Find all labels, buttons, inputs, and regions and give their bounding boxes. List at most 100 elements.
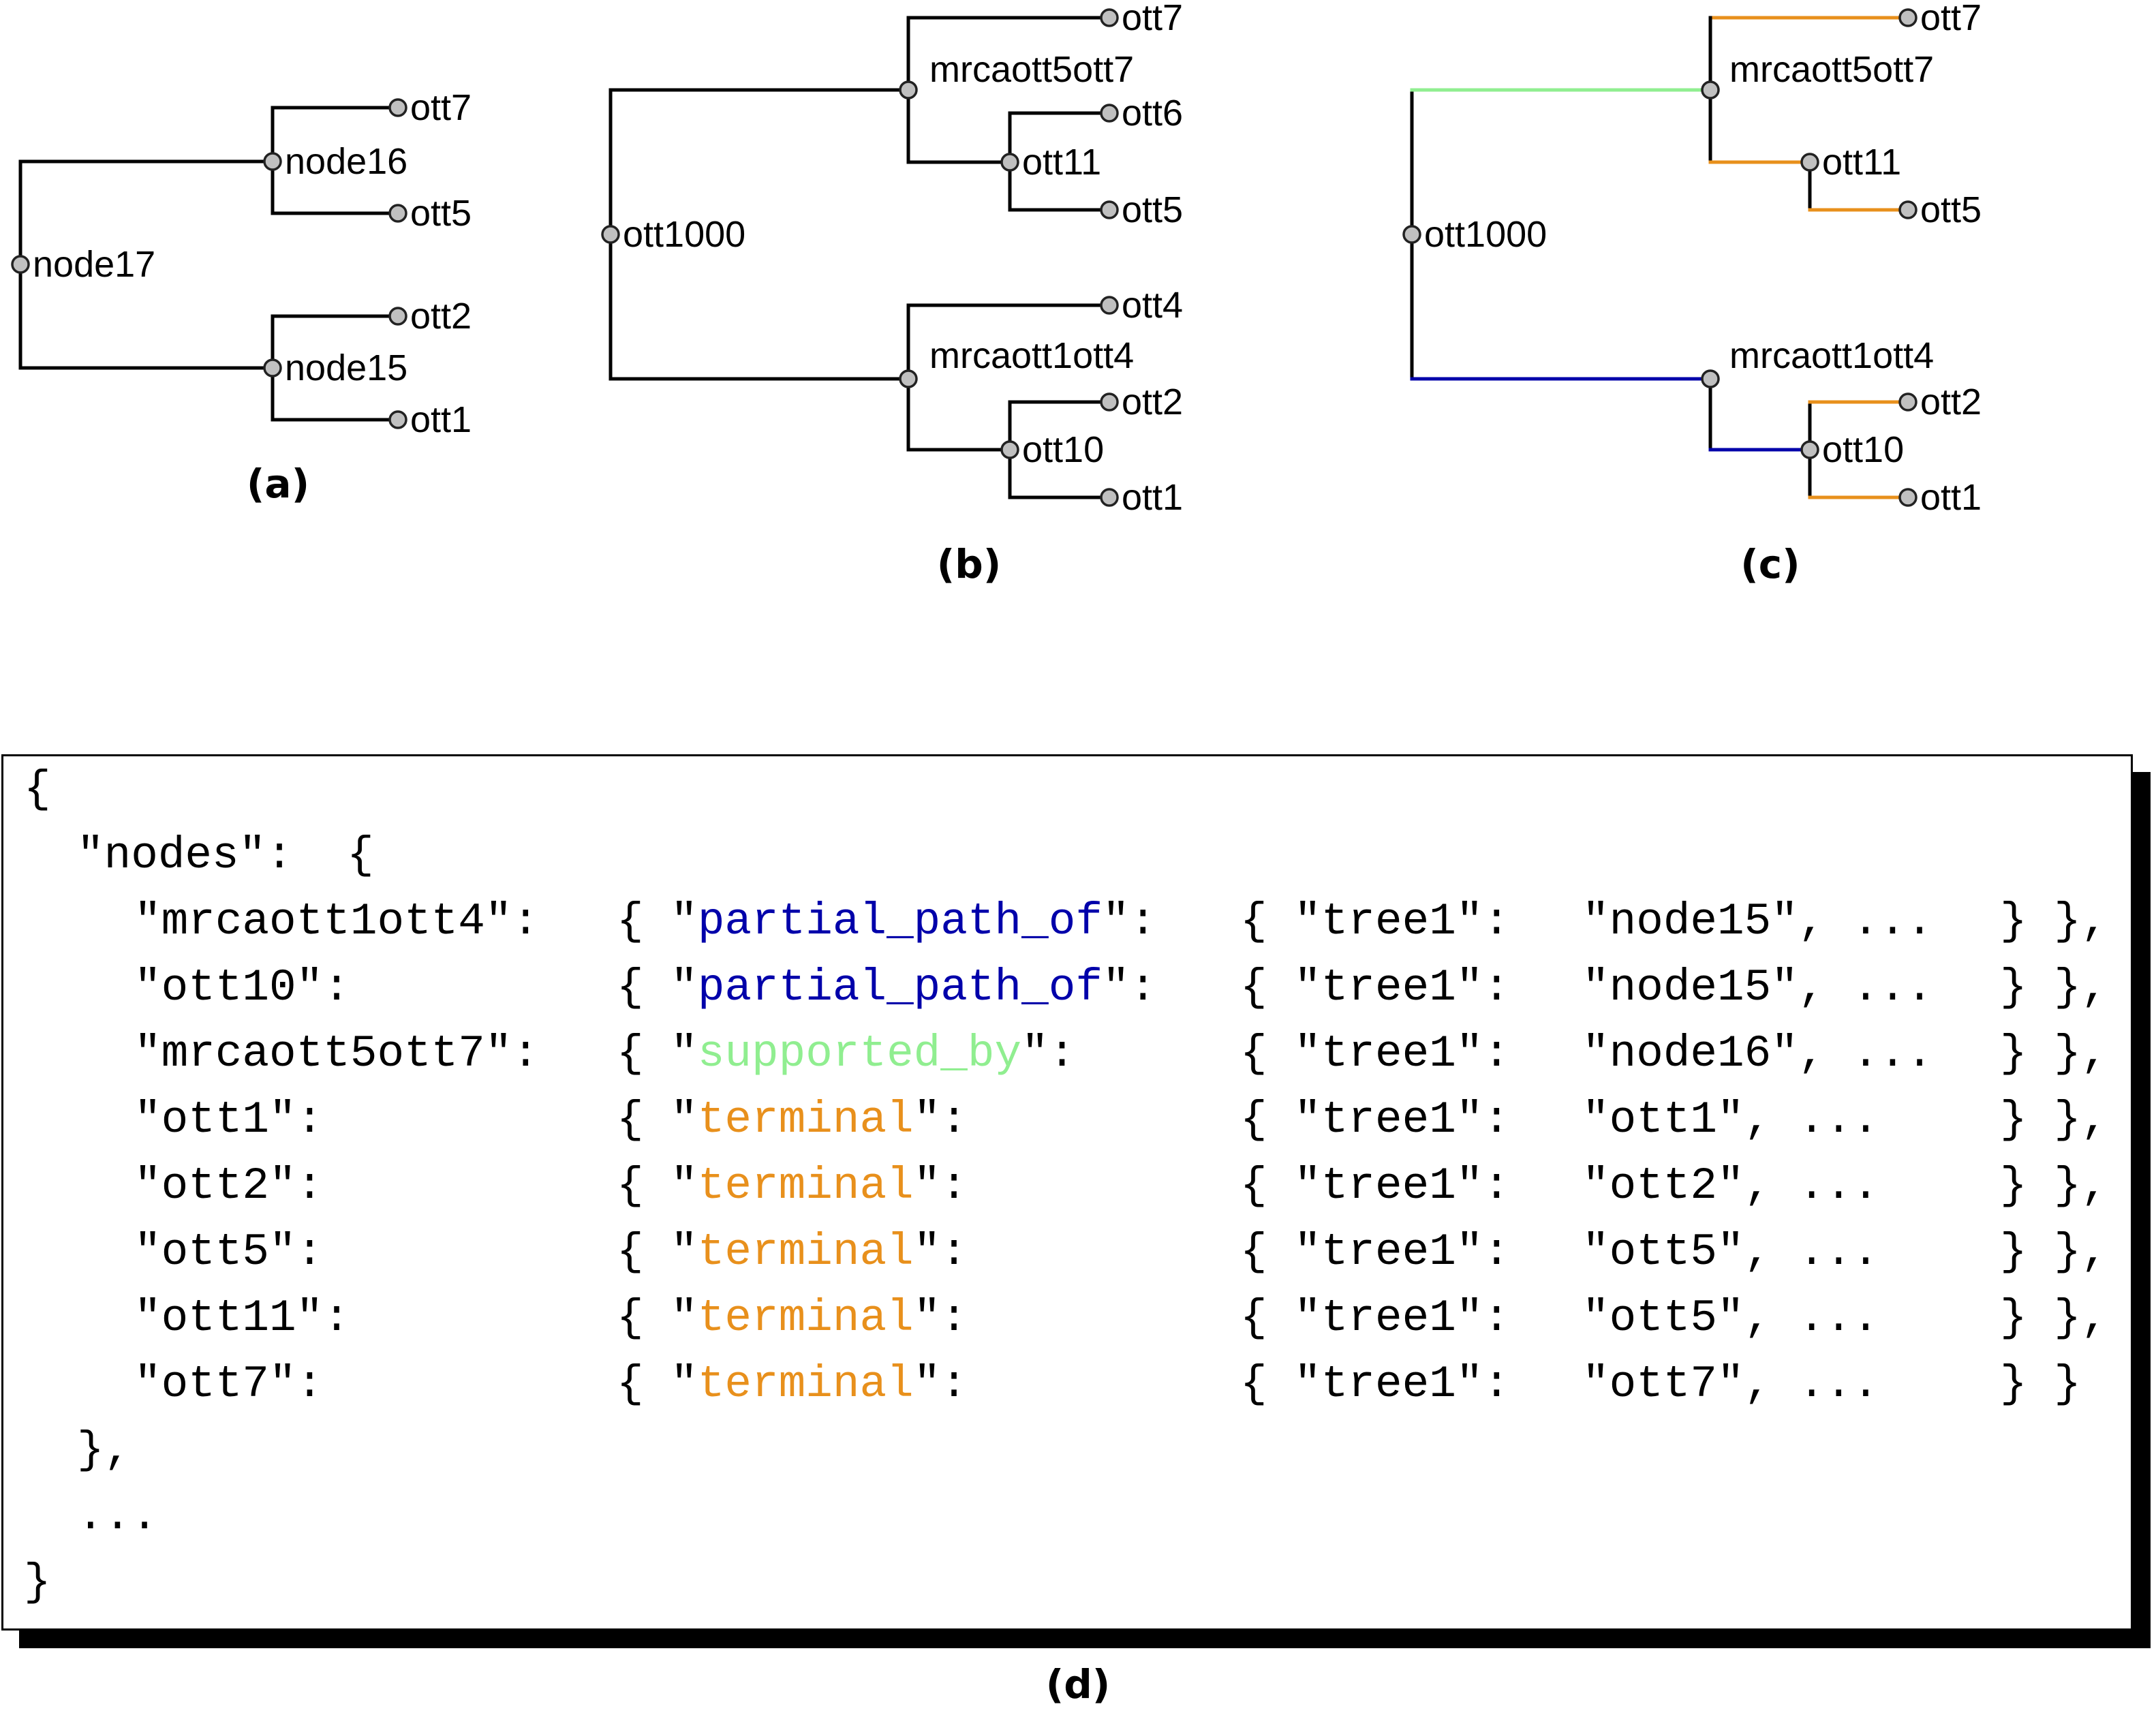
code-nodes-close: }, bbox=[77, 1425, 132, 1476]
tree-b-mrcaott1ott4-dot bbox=[899, 369, 918, 388]
code-row-value: "ott2", ... bbox=[1582, 1160, 1879, 1211]
code-row-property: { "supported_by": bbox=[617, 1021, 1075, 1087]
code-row-end: } }, bbox=[2000, 1293, 2108, 1344]
tree-a-node15-dot bbox=[263, 358, 282, 377]
tree-b-label-ott1000: ott1000 bbox=[623, 214, 745, 255]
caption-a: (a) bbox=[247, 461, 309, 507]
code-row-end: } }, bbox=[2000, 896, 2108, 947]
code-row-value: "ott5", ... bbox=[1582, 1293, 1879, 1344]
code-row-property: { "terminal": bbox=[617, 1219, 968, 1285]
code-close-brace: } bbox=[24, 1557, 51, 1608]
code-row-value: "ott5", ... bbox=[1582, 1226, 1879, 1278]
code-row-tree: { "tree1": bbox=[1240, 896, 1511, 947]
tree-a-label-ott2: ott2 bbox=[410, 296, 472, 337]
tree-b-label-ott7: ott7 bbox=[1122, 0, 1183, 38]
tree-c-ott11-dot bbox=[1800, 153, 1819, 172]
tree-c-ott5-dot bbox=[1898, 200, 1918, 219]
code-row: "ott5":{ "terminal":{ "tree1":"ott5", ..… bbox=[3, 1219, 2131, 1285]
code-row-close-quote: ": bbox=[1021, 1028, 1076, 1079]
code-row-property: { "terminal": bbox=[617, 1153, 968, 1219]
code-row-tree: { "tree1": bbox=[1240, 1359, 1511, 1410]
tree-c: ott1000 mrcaott5ott7 mrcaott1ott4 ott11 … bbox=[1402, 0, 1982, 587]
tree-b-ott5-dot bbox=[1100, 200, 1119, 219]
code-row-property-name: terminal bbox=[697, 1359, 914, 1410]
code-row: "ott1": { "terminal": { "tree1": "ott1", ..… bbox=[3, 1087, 2131, 1153]
code-row-close-quote: ": bbox=[1102, 896, 1157, 947]
tree-b-ott1-dot bbox=[1100, 488, 1119, 507]
tree-c-label-ott5: ott5 bbox=[1920, 189, 1982, 230]
tree-a-label-node17: node17 bbox=[33, 244, 155, 285]
tree-a-ott7-dot bbox=[388, 98, 407, 117]
code-row-open-quote: { " bbox=[617, 896, 698, 947]
code-row-key: "ott11": bbox=[134, 1293, 350, 1344]
tree-c-mrcaott1ott4-dot bbox=[1701, 369, 1720, 388]
code-row: "ott2": { "terminal": { "tree1": "ott2", ..… bbox=[3, 1153, 2131, 1219]
code-row-tree: { "tree1": bbox=[1240, 1293, 1511, 1344]
code-row-property-name: terminal bbox=[697, 1293, 914, 1344]
code-row-close-quote: ": bbox=[913, 1293, 968, 1344]
tree-b-ott1000-dot bbox=[601, 225, 620, 244]
code-row-value: "node15", ... bbox=[1582, 896, 1933, 947]
tree-a-label-node15: node15 bbox=[285, 347, 407, 388]
code-row-end: } } bbox=[2000, 1359, 2081, 1410]
tree-b-ott2-dot bbox=[1100, 392, 1119, 412]
code-row: "mrcaott1ott4":{ "partial_path_of":{ "tr… bbox=[3, 889, 2131, 955]
tree-a: node17 node16 node15 ott7 ott5 ott2 ott1… bbox=[11, 87, 472, 507]
caption-b: (b) bbox=[937, 541, 1002, 587]
code-row-property-name: terminal bbox=[697, 1094, 914, 1145]
caption-c: (c) bbox=[1740, 541, 1800, 587]
code-row-close-quote: ": bbox=[913, 1160, 968, 1211]
code-row-tree: { "tree1": bbox=[1240, 1160, 1511, 1211]
code-row-tree: { "tree1": bbox=[1240, 1094, 1511, 1145]
code-row-key: "mrcaott1ott4": bbox=[134, 896, 540, 947]
code-row-open-quote: { " bbox=[617, 1293, 698, 1344]
code-row: "ott7":{ "terminal":{ "tree1":"ott7", ..… bbox=[3, 1351, 2131, 1417]
code-row-key: "ott2": bbox=[134, 1160, 324, 1211]
tree-c-label-ott1: ott1 bbox=[1920, 477, 1982, 518]
code-row-property: { "partial_path_of": bbox=[617, 955, 1156, 1021]
tree-c-label-ott1000: ott1000 bbox=[1424, 214, 1547, 255]
code-row-close-quote: ": bbox=[1102, 962, 1157, 1013]
code-ellipsis: ... bbox=[77, 1491, 158, 1542]
code-row-close-quote: ": bbox=[913, 1094, 968, 1145]
tree-b-label-ott1: ott1 bbox=[1122, 477, 1183, 518]
code-box: { "nodes": { "mrcaott1ott4":{ "partial_p… bbox=[1, 754, 2133, 1631]
tree-c-ott2-dot bbox=[1898, 392, 1918, 412]
tree-b-label-ott2: ott2 bbox=[1122, 382, 1183, 422]
tree-b-label-mrcaott1ott4: mrcaott1ott4 bbox=[929, 335, 1134, 376]
code-row-property-name: partial_path_of bbox=[697, 962, 1103, 1013]
code-row-key: "ott1": bbox=[134, 1094, 324, 1145]
code-nodes-open: "nodes": { bbox=[77, 830, 374, 881]
tree-a-node16-dot bbox=[263, 152, 282, 171]
tree-a-ott2-dot bbox=[388, 307, 407, 326]
code-row-property: { "terminal": bbox=[617, 1351, 968, 1417]
code-row-open-quote: { " bbox=[617, 1160, 698, 1211]
code-row-property: { "terminal": bbox=[617, 1285, 968, 1351]
code-row-open-quote: { " bbox=[617, 1028, 698, 1079]
tree-b-label-ott4: ott4 bbox=[1122, 285, 1183, 326]
code-row-value: "ott1", ... bbox=[1582, 1094, 1879, 1145]
tree-c-label-ott2: ott2 bbox=[1920, 382, 1982, 422]
code-row-property-name: supported_by bbox=[697, 1028, 1022, 1079]
code-open-brace: { bbox=[24, 764, 51, 815]
tree-c-ott1-dot bbox=[1898, 488, 1918, 507]
code-row-tree: { "tree1": bbox=[1240, 1028, 1511, 1079]
caption-d: (d) bbox=[1045, 1661, 1111, 1708]
tree-b-label-mrcaott5ott7: mrcaott5ott7 bbox=[929, 49, 1134, 90]
code-row-close-quote: ": bbox=[913, 1359, 968, 1410]
code-row-key: "mrcaott5ott7": bbox=[134, 1028, 540, 1079]
tree-b-ott11-dot bbox=[1000, 153, 1019, 172]
tree-b-mrcaott5ott7-dot bbox=[899, 80, 918, 99]
tree-c-ott1000-dot bbox=[1402, 225, 1421, 244]
code-row-property: { "terminal": bbox=[617, 1087, 968, 1153]
tree-diagrams: node17 node16 node15 ott7 ott5 ott2 ott1… bbox=[11, 0, 1982, 587]
code-row: "ott11": { "terminal": { "tree1": "ott5", .… bbox=[3, 1285, 2131, 1351]
tree-b-ott7-dot bbox=[1100, 8, 1119, 27]
tree-a-label-node16: node16 bbox=[285, 141, 407, 182]
tree-b-label-ott5: ott5 bbox=[1122, 189, 1183, 230]
tree-c-label-ott7: ott7 bbox=[1920, 0, 1982, 38]
tree-b-ott10-dot bbox=[1000, 440, 1019, 459]
code-row-tree: { "tree1": bbox=[1240, 962, 1511, 1013]
tree-c-label-ott10: ott10 bbox=[1822, 429, 1904, 470]
code-row-property-name: terminal bbox=[697, 1226, 914, 1278]
